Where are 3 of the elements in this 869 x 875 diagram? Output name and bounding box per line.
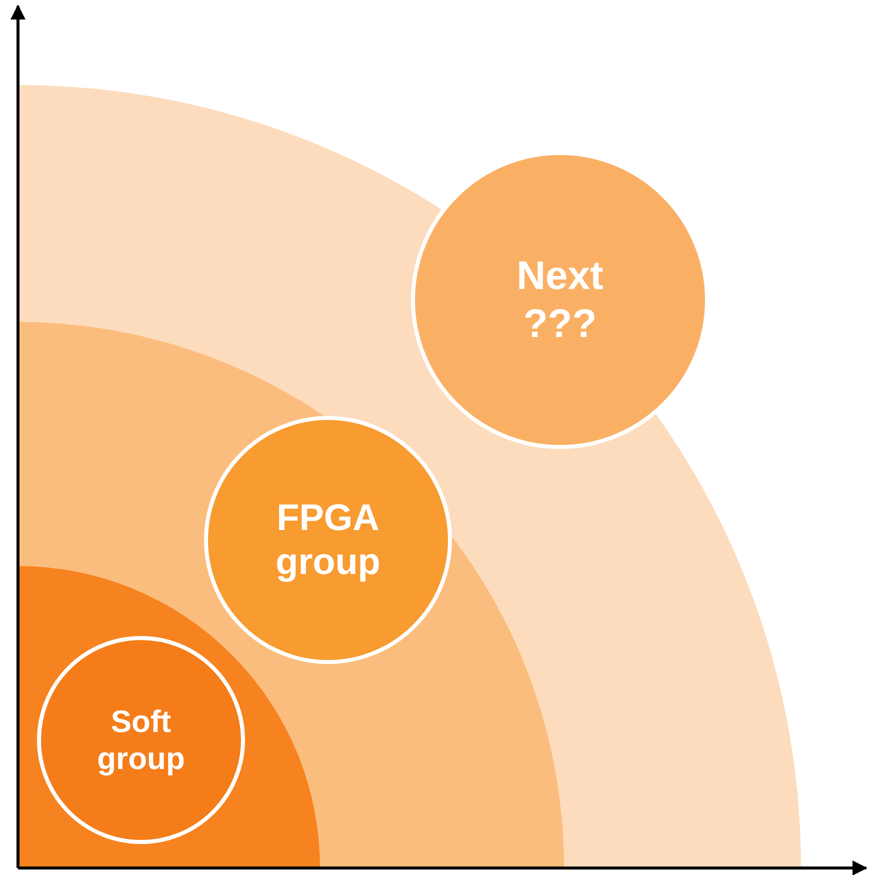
node-label: Next ??? <box>516 253 604 348</box>
node-label: Soft group <box>96 702 186 778</box>
node-label: FPGA group <box>274 496 382 584</box>
